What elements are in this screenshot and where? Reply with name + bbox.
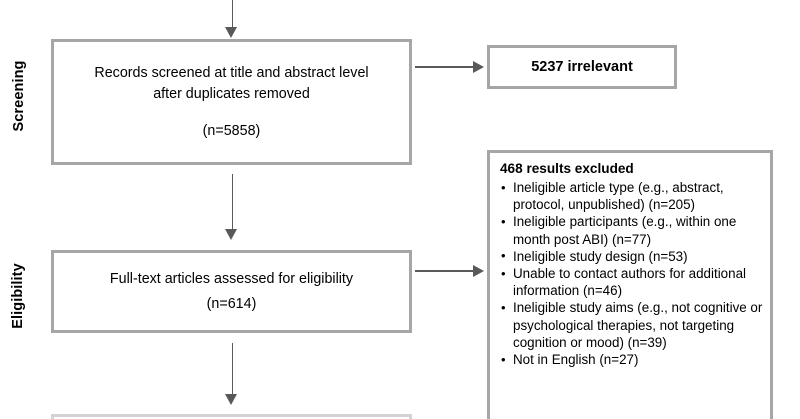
box-exclusions: 468 results excluded Ineligible article … (487, 150, 773, 419)
fulltext-assessed-count: (n=614) (206, 295, 257, 312)
connector-screened-to-fulltext-line (231, 174, 234, 230)
connector-top-incoming-line (231, 0, 234, 28)
exclusion-item: Ineligible participants (e.g., within on… (500, 213, 763, 247)
stage-label-eligibility: Eligibility (10, 263, 26, 329)
records-screened-line2: after duplicates removed (153, 85, 310, 102)
arrow-down-icon-fulltext-to-next-stage (225, 394, 237, 405)
arrow-right-icon-screened-to-irrelevant (473, 60, 484, 73)
exclusion-item: Not in English (n=27) (500, 351, 763, 368)
exclusions-list: Ineligible article type (e.g., abstract,… (500, 178, 763, 368)
box-irrelevant-count: 5237 irrelevant (487, 45, 677, 89)
connector-fulltext-to-next-stage-line (231, 343, 234, 395)
irrelevant-label: 5237 irrelevant (531, 58, 633, 75)
stage-label-screening: Screening (11, 60, 27, 132)
box-records-screened: Records screened at title and abstract l… (51, 39, 412, 165)
box-next-stage-partial (51, 414, 412, 419)
exclusion-item: Ineligible article type (e.g., abstract,… (500, 178, 763, 213)
arrow-down-icon-top-incoming (225, 27, 237, 38)
exclusion-item: Unable to contact authors for additional… (500, 265, 763, 299)
arrow-right-icon-fulltext-to-exclusions (473, 264, 484, 277)
box-fulltext-assessed: Full-text articles assessed for eligibil… (51, 250, 412, 333)
exclusion-item: Ineligible study aims (e.g., not cogniti… (500, 299, 763, 351)
arrow-down-icon-screened-to-fulltext (225, 229, 237, 240)
records-screened-line1: Records screened at title and abstract l… (94, 64, 369, 81)
fulltext-assessed-line1: Full-text articles assessed for eligibil… (109, 270, 354, 287)
exclusion-item: Ineligible study design (n=53) (500, 247, 763, 265)
exclusions-heading: 468 results excluded (500, 161, 634, 176)
records-screened-count: (n=5858) (202, 122, 261, 139)
connector-screened-to-irrelevant-line (415, 66, 475, 68)
connector-fulltext-to-exclusions-line (415, 270, 475, 272)
